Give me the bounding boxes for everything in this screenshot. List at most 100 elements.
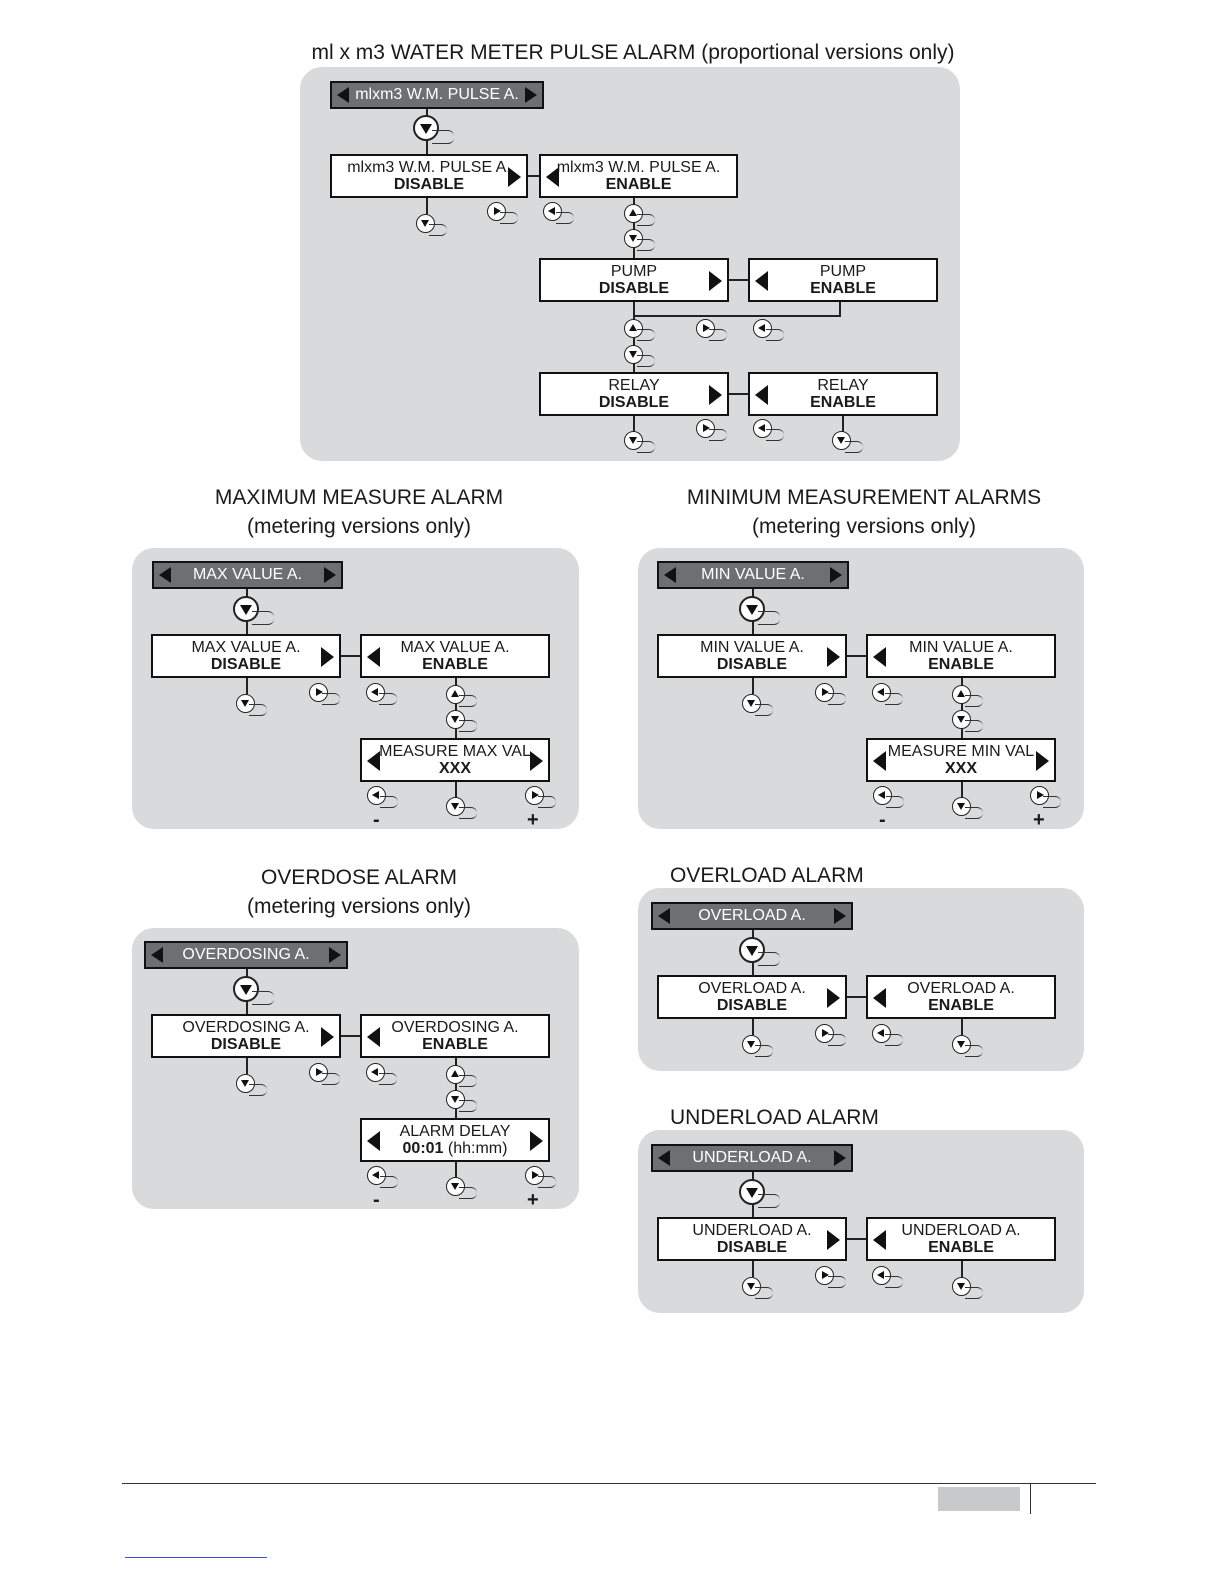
left-button-icon[interactable]: [873, 786, 904, 808]
down-button-icon[interactable]: [413, 115, 454, 144]
underload-title: UNDERLOAD ALARM: [670, 1106, 879, 1129]
overdose-disable-box[interactable]: OVERDOSING A. DISABLE: [151, 1014, 341, 1058]
right-button-icon[interactable]: [696, 419, 727, 441]
wm-enable-box[interactable]: mlxm3 W.M. PULSE A. ENABLE: [539, 154, 738, 198]
max-enable-box[interactable]: MAX VALUE A. ENABLE: [360, 634, 550, 678]
right-button-icon[interactable]: [1030, 786, 1061, 808]
wm-disable-box[interactable]: mlxm3 W.M. PULSE A. DISABLE: [330, 154, 528, 198]
max-header[interactable]: MAX VALUE A.: [152, 561, 343, 589]
right-button-icon[interactable]: [309, 683, 340, 705]
left-arrow-icon: [658, 1150, 670, 1166]
alarm-delay-box[interactable]: ALARM DELAY 00:01 (hh:mm): [360, 1118, 550, 1162]
up-button-icon[interactable]: [446, 1065, 477, 1087]
min-panel: [638, 548, 1084, 829]
down-button-icon[interactable]: [952, 710, 983, 732]
delay-value: 00:01: [402, 1140, 444, 1157]
underload-disable-box[interactable]: UNDERLOAD A. DISABLE: [657, 1217, 847, 1261]
right-arrow-icon: [830, 567, 842, 583]
footer-rule: [122, 1483, 1096, 1484]
down-button-icon[interactable]: [742, 694, 773, 716]
min-disable-box[interactable]: MIN VALUE A. DISABLE: [657, 634, 847, 678]
left-button-icon[interactable]: [872, 1024, 903, 1046]
down-button-icon[interactable]: [739, 1179, 780, 1208]
down-button-icon[interactable]: [952, 797, 983, 819]
left-button-icon[interactable]: [872, 1266, 903, 1288]
left-button-icon[interactable]: [366, 683, 397, 705]
right-arrow-icon: [834, 908, 846, 924]
left-button-icon[interactable]: [543, 202, 574, 224]
right-arrow-icon: [530, 1131, 543, 1151]
right-button-icon[interactable]: [525, 786, 556, 808]
wm-title: ml x m3 WATER METER PULSE ALARM (proport…: [311, 41, 955, 64]
overdose-header[interactable]: OVERDOSING A.: [144, 941, 348, 969]
left-arrow-icon: [755, 271, 768, 291]
right-button-icon[interactable]: [696, 319, 727, 341]
up-button-icon[interactable]: [624, 204, 655, 226]
left-button-icon[interactable]: [872, 683, 903, 705]
down-button-icon[interactable]: [952, 1035, 983, 1057]
left-arrow-icon: [873, 751, 886, 771]
max-disable-box[interactable]: MAX VALUE A. DISABLE: [151, 634, 341, 678]
down-button-icon[interactable]: [236, 1074, 267, 1096]
down-button-icon[interactable]: [446, 1090, 477, 1112]
overload-enable-box[interactable]: OVERLOAD A. ENABLE: [866, 975, 1056, 1019]
min-enable-box[interactable]: MIN VALUE A. ENABLE: [866, 634, 1056, 678]
overload-title: OVERLOAD ALARM: [670, 864, 864, 887]
max-title-line1: MAXIMUM MEASURE ALARM: [214, 486, 504, 509]
down-button-icon[interactable]: [624, 345, 655, 367]
right-button-icon[interactable]: [487, 202, 518, 224]
down-button-icon[interactable]: [446, 1177, 477, 1199]
down-button-icon[interactable]: [624, 431, 655, 453]
left-button-icon[interactable]: [753, 319, 784, 341]
pump-enable-box[interactable]: PUMP ENABLE: [748, 258, 938, 302]
min-title-line1: MINIMUM MEASUREMENT ALARMS: [686, 486, 1042, 509]
down-button-icon[interactable]: [416, 214, 447, 236]
overload-disable-box[interactable]: OVERLOAD A. DISABLE: [657, 975, 847, 1019]
underload-enable-box[interactable]: UNDERLOAD A. ENABLE: [866, 1217, 1056, 1261]
right-button-icon[interactable]: [815, 1024, 846, 1046]
plus-label: +: [527, 809, 539, 831]
max-title-line2: (metering versions only): [246, 515, 472, 538]
down-button-icon[interactable]: [233, 596, 274, 625]
down-button-icon[interactable]: [952, 1277, 983, 1299]
down-button-icon[interactable]: [742, 1277, 773, 1299]
down-button-icon[interactable]: [742, 1035, 773, 1057]
min-header[interactable]: MIN VALUE A.: [657, 561, 849, 589]
pump-disable-box[interactable]: PUMP DISABLE: [539, 258, 729, 302]
right-arrow-icon: [321, 1027, 334, 1047]
down-button-icon[interactable]: [624, 229, 655, 251]
down-button-icon[interactable]: [236, 694, 267, 716]
left-button-icon[interactable]: [366, 1063, 397, 1085]
underload-header[interactable]: UNDERLOAD A.: [651, 1144, 853, 1172]
down-button-icon[interactable]: [446, 710, 477, 732]
relay-enable-box[interactable]: RELAY ENABLE: [748, 372, 938, 416]
plus-label: +: [527, 1189, 539, 1211]
max-value-box[interactable]: MEASURE MAX VAL XXX: [360, 738, 550, 782]
footer-link-underline[interactable]: [125, 1557, 267, 1558]
up-button-icon[interactable]: [446, 685, 477, 707]
up-button-icon[interactable]: [624, 319, 655, 341]
down-button-icon[interactable]: [233, 976, 274, 1005]
right-button-icon[interactable]: [525, 1166, 556, 1188]
down-button-icon[interactable]: [832, 431, 863, 453]
delay-unit: (hh:mm): [447, 1140, 508, 1157]
right-button-icon[interactable]: [815, 1266, 846, 1288]
wm-header[interactable]: mlxm3 W.M. PULSE A.: [330, 81, 544, 109]
right-button-icon[interactable]: [309, 1063, 340, 1085]
left-arrow-icon: [367, 647, 380, 667]
overload-header[interactable]: OVERLOAD A.: [651, 902, 853, 930]
left-button-icon[interactable]: [367, 1166, 398, 1188]
right-button-icon[interactable]: [815, 683, 846, 705]
min-value-box[interactable]: MEASURE MIN VAL XXX: [866, 738, 1056, 782]
down-button-icon[interactable]: [739, 596, 780, 625]
left-button-icon[interactable]: [367, 786, 398, 808]
down-button-icon[interactable]: [446, 797, 477, 819]
left-button-icon[interactable]: [753, 419, 784, 441]
relay-disable-box[interactable]: RELAY DISABLE: [539, 372, 729, 416]
overdose-enable-box[interactable]: OVERDOSING A. ENABLE: [360, 1014, 550, 1058]
plus-label: +: [1033, 809, 1045, 831]
footer-divider: [1030, 1484, 1031, 1514]
right-arrow-icon: [827, 1230, 840, 1250]
down-button-icon[interactable]: [739, 937, 780, 966]
up-button-icon[interactable]: [952, 685, 983, 707]
